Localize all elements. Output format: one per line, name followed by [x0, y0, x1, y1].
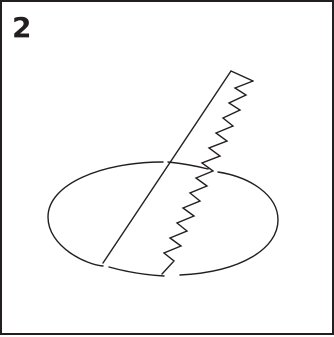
cut-circle-outline — [180, 172, 278, 275]
cut-circle-outline — [109, 267, 164, 276]
saw-blade-tip — [231, 71, 253, 81]
cut-circle-outline — [48, 162, 163, 266]
saw-blade-back — [103, 71, 231, 263]
